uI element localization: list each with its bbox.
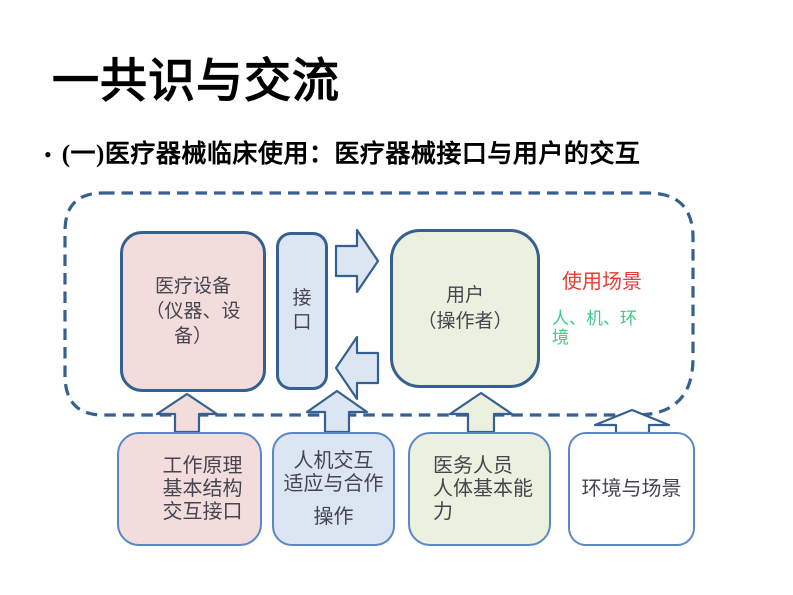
user-box-label: 用户（操作者） <box>417 284 513 332</box>
environment-box: 环境与场景 <box>568 432 695 546</box>
usage-scene-label: 使用场景 <box>562 271 642 293</box>
block-arrow-right-icon <box>334 228 380 294</box>
device-box-label: 医疗设备（仪器、设备） <box>145 276 241 347</box>
interface-box: 接口 <box>276 232 328 390</box>
bullet-text: (一)医疗器械临床使用：医疗器械接口与用户的交互 <box>61 141 641 168</box>
staff-box: 医务人员人体基本能力 <box>408 432 551 546</box>
device-box: 医疗设备（仪器、设备） <box>120 231 266 392</box>
interaction-box: 人机交互适应与合作 操作 <box>272 432 395 546</box>
interface-box-label: 接口 <box>292 288 312 333</box>
interaction-box-label: 人机交互适应与合作 <box>283 449 384 495</box>
up-arrow-green-icon <box>448 391 514 434</box>
bullet-line: • (一)医疗器械临床使用：医疗器械接口与用户的交互 <box>44 140 764 170</box>
bullet-marker-icon: • <box>44 142 52 167</box>
environment-box-label: 环境与场景 <box>581 477 682 500</box>
principle-box-label: 工作原理基本结构交互接口 <box>162 454 243 523</box>
page-title: 一共识与交流 <box>52 56 340 108</box>
staff-box-label: 医务人员人体基本能力 <box>433 454 533 523</box>
block-arrow-left-icon <box>334 335 380 401</box>
up-arrow-pink-icon <box>155 392 219 434</box>
human-machine-env-label: 人、机、环境 <box>552 309 637 347</box>
interaction-box-operation-label: 操作 <box>313 505 354 528</box>
user-box: 用户（操作者） <box>390 229 540 388</box>
principle-box: 工作原理基本结构交互接口 <box>117 432 262 546</box>
